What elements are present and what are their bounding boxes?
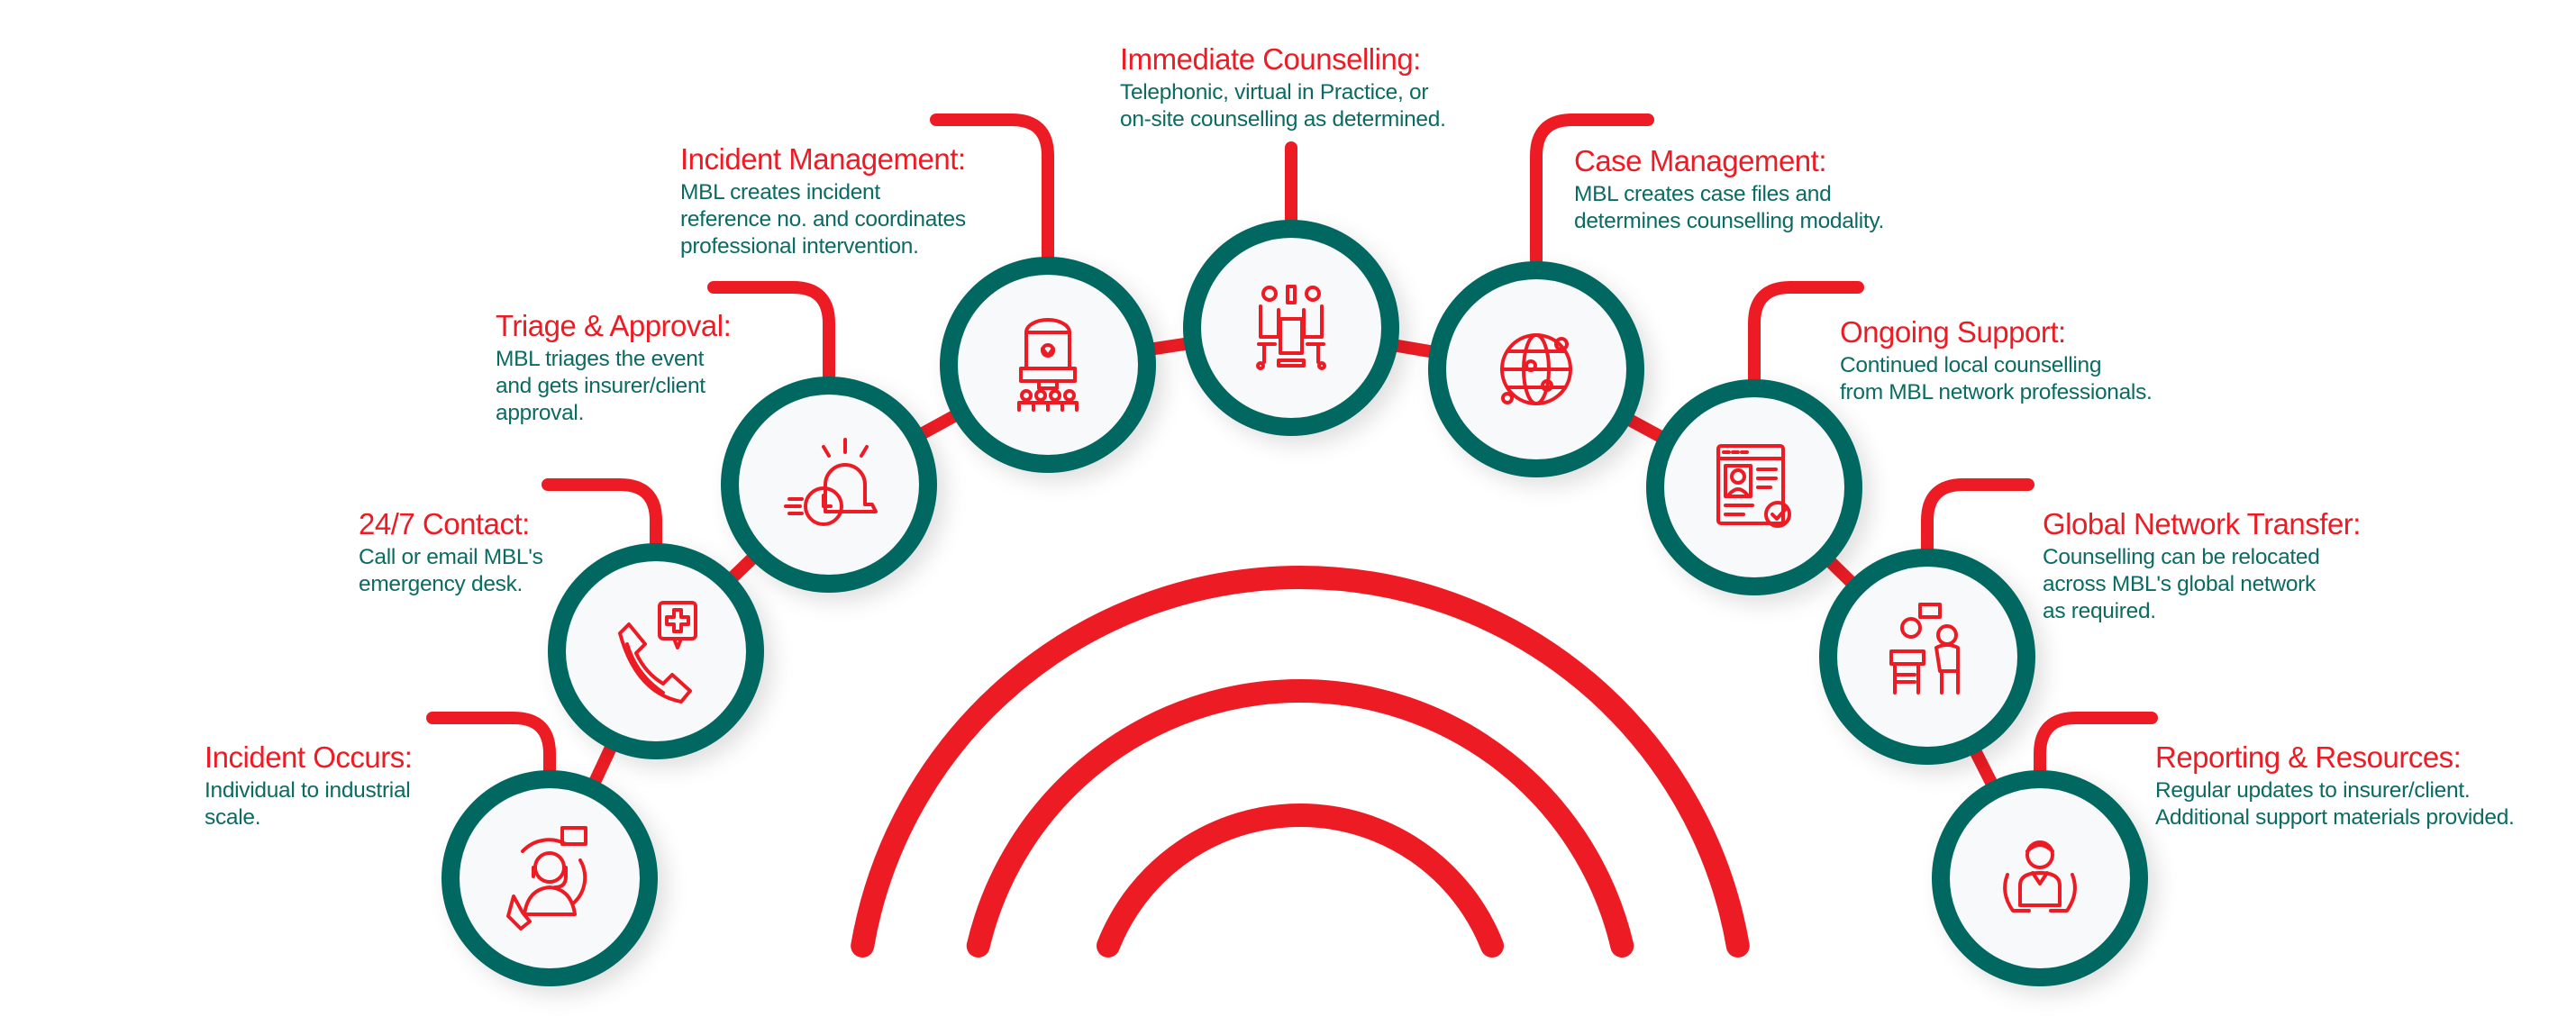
label-connector (930, 113, 1054, 267)
step-description: MBL triages the event and gets insurer/c… (496, 346, 705, 425)
person-support-hands-icon (2003, 840, 2077, 913)
step-circle (441, 770, 658, 986)
step-label-8: Global Network Transfer: Counselling can … (2043, 507, 2361, 625)
step-title: Immediate Counselling: (1120, 42, 1421, 76)
profile-checked-icon (1716, 444, 1791, 528)
step-description: Call or email MBL's emergency desk. (359, 544, 543, 596)
label-connector (1530, 113, 1654, 271)
label-connector (542, 478, 662, 553)
step-circle (1646, 379, 1862, 595)
step-description: Counselling can be relocated across MBL'… (2043, 544, 2320, 623)
step-description: Telephonic, virtual in Practice, or on-s… (1120, 79, 1446, 132)
step-label-4: Incident Management:MBL creates incident… (680, 142, 966, 260)
step-title: Incident Occurs: (205, 740, 413, 774)
decorative-arc-3 (1096, 803, 1505, 958)
step-title: Reporting & Resources: (2155, 740, 2462, 774)
step-title: Global Network Transfer: (2043, 507, 2361, 540)
step-label-6: Case Management: MBL creates case files a… (1574, 144, 1884, 235)
desk-consultation-icon (1889, 603, 1960, 695)
step-title: Triage & Approval: (496, 309, 732, 342)
step-label-1: Incident Occurs:Individual to industrial… (205, 740, 413, 831)
counselling-session-icon (1256, 285, 1326, 370)
globe-network-icon (1500, 333, 1572, 405)
step-description: Individual to industrial scale. (205, 777, 411, 830)
decorative-arc-1 (851, 566, 1750, 958)
step-circle (1819, 549, 2035, 765)
step-title: Case Management: (1574, 144, 1827, 177)
step-node-7[interactable] (1646, 379, 1862, 595)
step-node-4[interactable] (940, 257, 1156, 473)
step-label-7: Ongoing Support:Continued local counsell… (1840, 315, 2153, 406)
phone-medical-icon (618, 601, 697, 704)
step-label-9: Reporting & Resources:Regular updates to… (2155, 740, 2515, 831)
step-node-5[interactable] (1183, 220, 1399, 436)
label-connector (1748, 281, 1864, 389)
step-label-5: Immediate Counselling:Telephonic, virtua… (1120, 42, 1446, 133)
step-node-6[interactable] (1428, 261, 1644, 477)
step-node-2[interactable] (548, 543, 764, 759)
step-node-3[interactable] (721, 377, 937, 593)
step-label-3: Triage & Approval: MBL triages the event … (496, 309, 732, 427)
step-circle (721, 377, 937, 593)
decorative-arc-2 (966, 678, 1634, 958)
step-circle (940, 257, 1156, 473)
step-description: MBL creates incident reference no. and c… (680, 179, 966, 259)
step-circle (1183, 220, 1399, 436)
step-title: Incident Management: (680, 142, 966, 176)
step-circle (548, 543, 764, 759)
step-description: Regular updates to insurer/client. Addit… (2155, 777, 2515, 830)
alarm-clock-icon (784, 438, 878, 526)
step-description: MBL creates case files and determines co… (1574, 181, 1885, 233)
location-kiosk-icon (1017, 318, 1079, 412)
step-circle (1932, 770, 2148, 986)
step-description: Continued local counselling from MBL net… (1840, 352, 2153, 404)
step-node-8[interactable] (1819, 549, 2035, 765)
step-title: 24/7 Contact: (359, 507, 530, 540)
step-label-2: 24/7 Contact: Call or email MBL's emergen… (359, 507, 543, 598)
label-connector (707, 281, 835, 386)
step-node-1[interactable] (441, 770, 658, 986)
label-connector (426, 712, 556, 780)
step-title: Ongoing Support: (1840, 315, 2066, 349)
step-node-9[interactable] (1932, 770, 2148, 986)
call-center-agent-icon (506, 826, 587, 931)
label-connector (2034, 712, 2158, 780)
label-connector (1921, 478, 2034, 558)
